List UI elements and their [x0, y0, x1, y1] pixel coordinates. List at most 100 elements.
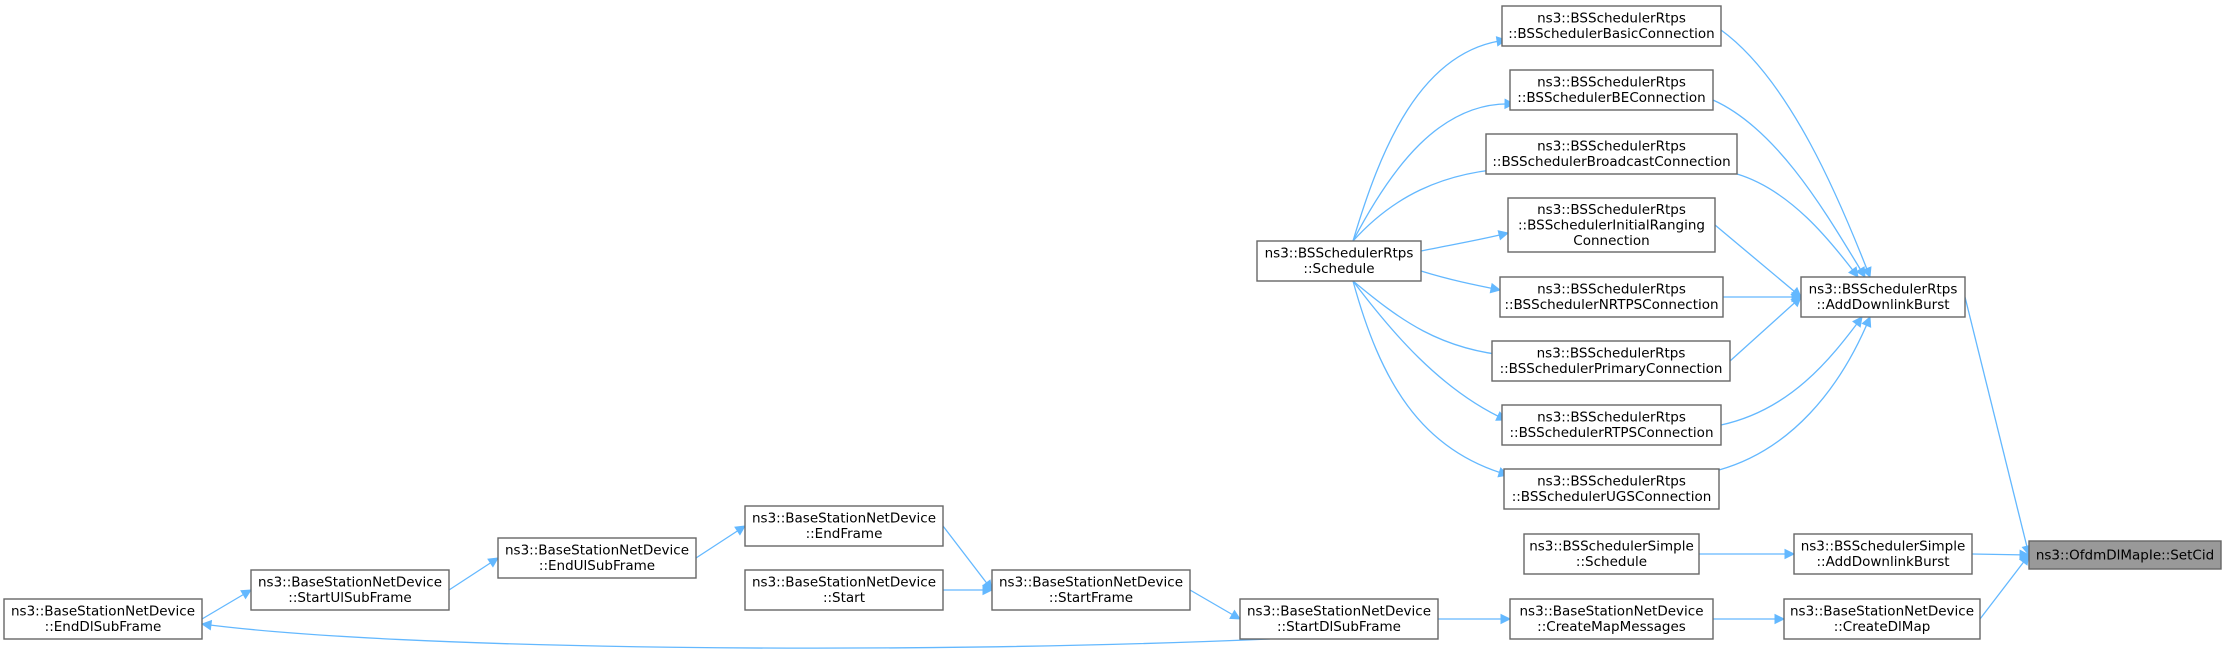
- node-label: ns3::BSSchedulerRtps: [1537, 474, 1686, 490]
- edge-primary-to-rtps_add: [1729, 296, 1802, 362]
- node-label: ::Schedule: [1303, 261, 1374, 277]
- node-box: [1239, 598, 1439, 640]
- edge-simple_schedule-to-simple_add: [1699, 548, 1796, 560]
- node-startframe[interactable]: ns3::BaseStationNetDevice::StartFrame: [991, 569, 1191, 611]
- node-initranging[interactable]: ns3::BSSchedulerRtps::BSSchedulerInitial…: [1507, 197, 1716, 253]
- edge-arrowhead: [1229, 609, 1241, 620]
- node-box: [497, 537, 697, 579]
- node-simple_add[interactable]: ns3::BSSchedulerSimple::AddDownlinkBurst: [1793, 533, 1973, 575]
- edge-line: [1189, 589, 1241, 620]
- node-label: ns3::BaseStationNetDevice: [1790, 604, 1974, 620]
- edge-createdlmap-to-setcid: [1979, 554, 2030, 620]
- edge-arrowhead: [487, 557, 499, 568]
- edge-rtps_schedule-to-primary: [1352, 280, 1514, 361]
- node-label: ns3::BSSchedulerRtps: [1265, 246, 1414, 262]
- node-nrtps[interactable]: ns3::BSSchedulerRtps::BSSchedulerNRTPSCo…: [1499, 276, 1724, 318]
- node-label: ns3::BaseStationNetDevice: [999, 575, 1183, 591]
- edge-line: [448, 557, 499, 591]
- node-endul[interactable]: ns3::BaseStationNetDevice::EndUlSubFrame: [497, 537, 697, 579]
- node-enddl[interactable]: ns3::BaseStationNetDevice::EndDlSubFrame: [3, 598, 203, 640]
- edge-arrowhead: [1774, 613, 1786, 625]
- node-rtps[interactable]: ns3::BSSchedulerRtps::BSSchedulerRTPSCon…: [1501, 404, 1722, 446]
- node-startul[interactable]: ns3::BaseStationNetDevice::StartUlSubFra…: [250, 569, 450, 611]
- node-label: ns3::BSSchedulerSimple: [1529, 539, 1694, 555]
- node-rtps_add[interactable]: ns3::BSSchedulerRtps::AddDownlinkBurst: [1800, 276, 1966, 318]
- node-be[interactable]: ns3::BSSchedulerRtps::BSSchedulerBEConne…: [1509, 69, 1714, 111]
- node-label: ::EndUlSubFrame: [539, 558, 655, 574]
- edge-line: [1979, 554, 2030, 620]
- node-box: [1503, 468, 1720, 510]
- node-label: ::EndFrame: [806, 526, 883, 542]
- node-label: ::StartFrame: [1049, 590, 1133, 606]
- edge-arrowhead: [1790, 296, 1802, 308]
- node-box: [250, 569, 450, 611]
- edge-line: [1352, 103, 1515, 242]
- node-label: ns3::BSSchedulerRtps: [1809, 282, 1958, 298]
- edge-arrowhead: [1848, 266, 1859, 278]
- edge-line: [1352, 280, 1507, 421]
- node-endframe[interactable]: ns3::BaseStationNetDevice::EndFrame: [744, 505, 944, 547]
- node-label: ::Start: [823, 590, 865, 606]
- node-start[interactable]: ns3::BaseStationNetDevice::Start: [744, 569, 944, 611]
- edge-line: [1718, 316, 1871, 471]
- edge-line: [1729, 296, 1802, 362]
- node-label: ::AddDownlinkBurst: [1816, 554, 1949, 570]
- edge-nrtps-to-rtps_add: [1723, 291, 1803, 303]
- node-label: ::CreateDlMap: [1834, 619, 1931, 635]
- edge-line: [1352, 280, 1509, 476]
- edge-endul-to-endframe: [695, 525, 746, 559]
- node-label: ns3::BaseStationNetDevice: [1247, 604, 1431, 620]
- edge-arrowhead: [1852, 316, 1863, 328]
- node-label: ::BSSchedulerPrimaryConnection: [1500, 361, 1723, 377]
- node-label: ns3::BSSchedulerRtps: [1537, 75, 1686, 91]
- node-label: ::BSSchedulerInitialRanging: [1518, 217, 1705, 233]
- node-box: [3, 598, 203, 640]
- node-label: ns3::BSSchedulerRtps: [1537, 202, 1686, 218]
- edge-line: [1964, 296, 2030, 556]
- edge-line: [942, 525, 993, 591]
- node-box: [1783, 598, 1981, 640]
- node-box: [1499, 276, 1724, 318]
- edge-arrowhead: [982, 584, 994, 596]
- node-label: Connection: [1573, 233, 1649, 249]
- edge-layer: [200, 29, 2032, 649]
- edge-line: [1720, 316, 1863, 426]
- node-startdl[interactable]: ns3::BaseStationNetDevice::StartDlSubFra…: [1239, 598, 1439, 640]
- node-createmap[interactable]: ns3::BaseStationNetDevice::CreateMapMess…: [1509, 598, 1714, 640]
- node-label: ns3::BSSchedulerSimple: [1801, 539, 1966, 555]
- node-box: [991, 569, 1191, 611]
- node-createdlmap[interactable]: ns3::BaseStationNetDevice::CreateDlMap: [1783, 598, 1981, 640]
- node-broadcast[interactable]: ns3::BSSchedulerRtps::BSSchedulerBroadca…: [1485, 133, 1738, 175]
- node-box: [744, 505, 944, 547]
- edge-initranging-to-rtps_add: [1714, 224, 1802, 298]
- edge-rtps_add-to-setcid: [1964, 296, 2032, 557]
- node-box: [1491, 340, 1731, 382]
- node-label: ns3::BaseStationNetDevice: [505, 543, 689, 559]
- node-setcid[interactable]: ns3::OfdmDlMapIe::SetCid: [2028, 540, 2222, 570]
- node-basic[interactable]: ns3::BSSchedulerRtps::BSSchedulerBasicCo…: [1501, 5, 1722, 47]
- node-label: ::EndDlSubFrame: [45, 619, 162, 635]
- edge-rtps_schedule-to-initranging: [1420, 230, 1510, 252]
- edge-arrowhead: [200, 619, 213, 631]
- node-label: ns3::BSSchedulerRtps: [1537, 139, 1686, 155]
- node-label: ::Schedule: [1576, 554, 1647, 570]
- node-simple_schedule[interactable]: ns3::BSSchedulerSimple::Schedule: [1523, 533, 1700, 575]
- node-label: ns3::BSSchedulerRtps: [1537, 410, 1686, 426]
- edge-start-to-startframe: [943, 584, 994, 596]
- edge-startdl-to-createmap: [1438, 613, 1512, 625]
- node-primary[interactable]: ns3::BSSchedulerRtps::BSSchedulerPrimary…: [1491, 340, 1731, 382]
- edge-be-to-rtps_add: [1712, 99, 1866, 278]
- node-box: [1509, 598, 1714, 640]
- edge-arrowhead: [1500, 613, 1512, 625]
- edge-rtps_schedule-to-broadcast: [1352, 163, 1522, 242]
- node-rtps_schedule[interactable]: ns3::BSSchedulerRtps::Schedule: [1256, 240, 1422, 282]
- edge-broadcast-to-rtps_add: [1736, 173, 1859, 278]
- edge-rtps_schedule-to-nrtps: [1420, 270, 1502, 294]
- edge-rtps_schedule-to-rtps: [1352, 280, 1508, 421]
- node-label: ::BSSchedulerBEConnection: [1517, 90, 1705, 106]
- edge-arrowhead: [2019, 554, 2030, 566]
- edge-line: [1420, 232, 1509, 252]
- node-ugs[interactable]: ns3::BSSchedulerRtps::BSSchedulerUGSConn…: [1503, 468, 1720, 510]
- node-label: ns3::OfdmDlMapIe::SetCid: [2036, 547, 2214, 563]
